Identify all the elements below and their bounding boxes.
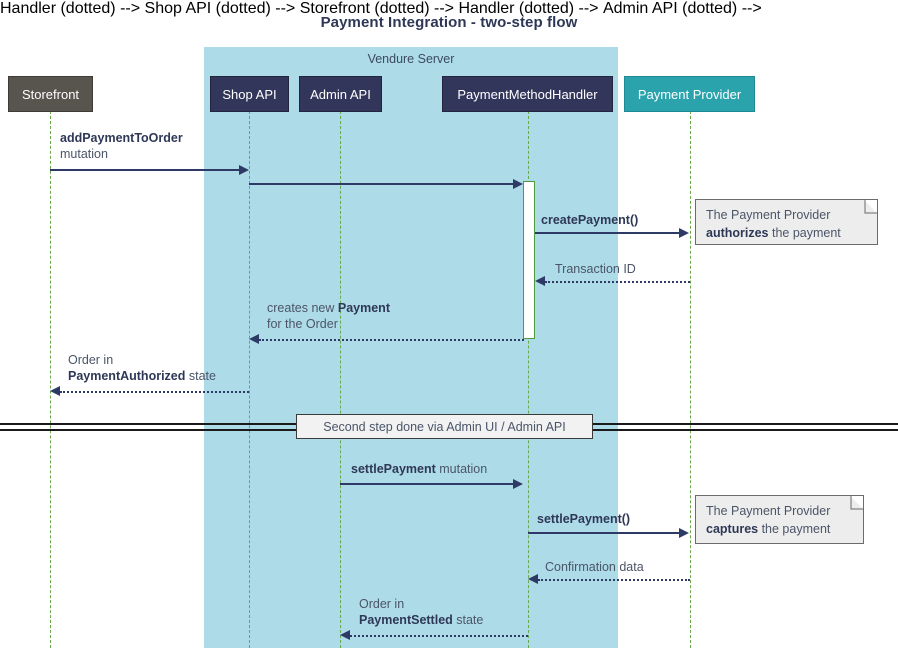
message-label-settle-payment-mutation: settlePayment mutation bbox=[351, 461, 487, 477]
arrowhead-confirmation-data bbox=[528, 574, 538, 584]
participant-storefront[interactable]: Storefront bbox=[8, 76, 93, 112]
lifeline-payment-provider bbox=[690, 111, 691, 648]
participant-label-payment-method-handler: PaymentMethodHandler bbox=[457, 86, 598, 102]
lifeline-shop-api bbox=[249, 111, 250, 648]
participant-shop-api[interactable]: Shop API bbox=[210, 76, 289, 112]
settle-payment-mutation-text: mutation bbox=[435, 462, 488, 476]
participant-payment-provider[interactable]: Payment Provider bbox=[624, 76, 755, 112]
participant-admin-api[interactable]: Admin API bbox=[299, 76, 382, 112]
creates-new-prefix-text: creates new bbox=[267, 301, 338, 315]
settle-payment-call-text: settlePayment() bbox=[537, 512, 631, 526]
lifeline-payment-method-handler bbox=[528, 111, 529, 648]
confirmation-data-text: Confirmation data bbox=[545, 560, 644, 574]
divider-label-text: Second step done via Admin UI / Admin AP… bbox=[323, 419, 566, 434]
participant-label-storefront: Storefront bbox=[21, 86, 80, 102]
message-label-order-payment-settled: Order in PaymentSettled state bbox=[359, 596, 483, 628]
message-line-creates-new-payment bbox=[259, 339, 524, 341]
create-payment-text: createPayment() bbox=[541, 213, 639, 227]
participant-label-payment-provider: Payment Provider bbox=[637, 86, 742, 102]
lifeline-storefront bbox=[50, 111, 51, 648]
message-line-shop-to-handler bbox=[249, 183, 514, 185]
note-authorizes-rest: the payment bbox=[768, 226, 841, 240]
order-in-text: Order in bbox=[68, 353, 114, 367]
creates-new-bold-text: Payment bbox=[337, 301, 390, 315]
order-in-2-text: Order in bbox=[359, 597, 405, 611]
divider-label-box: Second step done via Admin UI / Admin AP… bbox=[296, 414, 593, 439]
payment-settled-bold-text: PaymentSettled bbox=[359, 613, 453, 627]
note-fold-icon-2 bbox=[850, 496, 863, 509]
note-authorizes-bold: authorizes bbox=[706, 226, 769, 240]
arrowhead-order-payment-authorized bbox=[50, 386, 60, 396]
note-captures-line2: captures the payment bbox=[706, 520, 853, 538]
message-line-settle-payment-mutation bbox=[340, 483, 514, 485]
group-label-vendure-server: Vendure Server bbox=[367, 52, 455, 66]
message-label-order-payment-authorized: Order in PaymentAuthorized state bbox=[68, 352, 216, 384]
note-authorizes: The Payment Provider authorizes the paym… bbox=[695, 199, 878, 245]
add-payment-bold-text: addPaymentToOrder bbox=[60, 131, 183, 145]
message-line-confirmation-data bbox=[538, 579, 690, 581]
payment-authorized-bold-text: PaymentAuthorized bbox=[68, 369, 186, 383]
group-vendure-server bbox=[204, 47, 618, 648]
message-label-creates-new-payment: creates new Payment for the Order bbox=[267, 300, 390, 332]
add-payment-sub-text: mutation bbox=[60, 147, 108, 161]
note-authorizes-line2: authorizes the payment bbox=[706, 224, 867, 242]
arrowhead-add-payment-to-order bbox=[239, 165, 249, 175]
message-label-settle-payment-call: settlePayment() bbox=[537, 511, 630, 527]
message-line-transaction-id bbox=[545, 281, 690, 283]
note-captures-bold: captures bbox=[706, 522, 759, 536]
page-title: Payment Integration - two-step flow bbox=[320, 14, 578, 31]
note-authorizes-line1: The Payment Provider bbox=[706, 208, 831, 222]
message-label-add-payment-to-order: addPaymentToOrder mutation bbox=[60, 130, 183, 162]
arrowhead-settle-payment-call bbox=[679, 528, 689, 538]
message-line-order-payment-settled bbox=[350, 635, 528, 637]
arrowhead-creates-new-payment bbox=[249, 334, 259, 344]
arrowhead-create-payment bbox=[679, 228, 689, 238]
arrowhead-shop-to-handler bbox=[513, 179, 523, 189]
note-captures-rest: the payment bbox=[758, 522, 831, 536]
message-label-transaction-id: Transaction ID bbox=[555, 261, 636, 277]
participant-payment-method-handler[interactable]: PaymentMethodHandler bbox=[442, 76, 613, 112]
message-label-confirmation-data: Confirmation data bbox=[545, 559, 644, 575]
note-captures: The Payment Provider captures the paymen… bbox=[695, 495, 864, 544]
message-line-create-payment bbox=[535, 232, 680, 234]
note-fold-icon bbox=[864, 200, 877, 213]
participant-label-admin-api: Admin API bbox=[310, 86, 371, 102]
arrowhead-settle-payment-mutation bbox=[513, 479, 523, 489]
participant-label-shop-api: Shop API bbox=[222, 86, 277, 102]
message-line-order-payment-authorized bbox=[60, 391, 249, 393]
lifeline-admin-api bbox=[340, 111, 341, 648]
message-label-create-payment: createPayment() bbox=[541, 212, 638, 228]
activation-payment-method-handler bbox=[523, 181, 535, 339]
transaction-id-text: Transaction ID bbox=[555, 262, 636, 276]
message-line-settle-payment-call bbox=[528, 532, 680, 534]
note-captures-line1: The Payment Provider bbox=[706, 504, 831, 518]
arrowhead-order-payment-settled bbox=[340, 630, 350, 640]
payment-authorized-state-text: state bbox=[185, 369, 216, 383]
arrowhead-transaction-id bbox=[535, 276, 545, 286]
message-line-add-payment-to-order bbox=[50, 169, 240, 171]
creates-new-sub-text: for the Order bbox=[267, 317, 338, 331]
payment-settled-state-text: state bbox=[452, 613, 484, 627]
settle-payment-bold-text: settlePayment bbox=[351, 462, 436, 476]
